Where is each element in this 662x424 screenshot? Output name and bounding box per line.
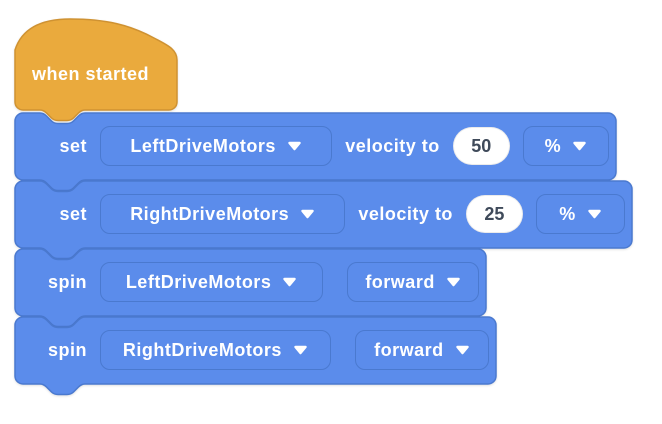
dropdown-arrow-icon (455, 345, 469, 355)
unit-dropdown-label: % (544, 135, 562, 156)
velocity-value-input[interactable]: 25 (465, 195, 523, 233)
unit-dropdown[interactable]: % (522, 126, 609, 166)
dropdown-arrow-icon (288, 141, 301, 151)
velocity-value-input[interactable]: 50 (452, 127, 510, 165)
velocity-value: 25 (484, 203, 505, 224)
block-set-left-velocity[interactable]: set LeftDriveMotors velocity to 50 % (14, 112, 617, 192)
motor-dropdown[interactable]: RightDriveMotors (100, 194, 346, 234)
direction-dropdown[interactable]: forward (354, 330, 489, 370)
motor-dropdown[interactable]: LeftDriveMotors (100, 126, 333, 166)
set-keyword: set (59, 203, 87, 224)
stack-block-shape (14, 316, 497, 396)
motor-dropdown-label: RightDriveMotors (122, 339, 282, 360)
direction-dropdown[interactable]: forward (347, 262, 479, 302)
stack-block-shape (14, 248, 487, 328)
motor-dropdown[interactable]: RightDriveMotors (100, 330, 331, 370)
velocity-phrase: velocity to (345, 135, 440, 156)
spin-keyword: spin (47, 339, 87, 360)
dropdown-arrow-icon (283, 277, 297, 287)
velocity-phrase: velocity to (358, 203, 453, 224)
dropdown-arrow-icon (573, 141, 586, 151)
block-when-started[interactable]: when started (14, 18, 178, 122)
motor-dropdown[interactable]: LeftDriveMotors (100, 262, 324, 302)
spin-keyword: spin (47, 271, 87, 292)
direction-dropdown-label: forward (374, 339, 444, 360)
block-spin-left[interactable]: spin LeftDriveMotors forward (14, 248, 487, 328)
hat-label: when started (32, 63, 150, 84)
motor-dropdown-label: LeftDriveMotors (125, 271, 272, 292)
hat-block-shape (14, 18, 178, 122)
block-spin-right[interactable]: spin RightDriveMotors forward (14, 316, 497, 396)
dropdown-arrow-icon (587, 209, 601, 219)
block-set-right-velocity[interactable]: set RightDriveMotors velocity to 25 % (14, 180, 633, 260)
unit-dropdown-label: % (559, 203, 576, 224)
set-keyword: set (59, 135, 87, 156)
dropdown-arrow-icon (301, 209, 314, 219)
dropdown-arrow-icon (447, 277, 460, 287)
velocity-value: 50 (471, 135, 492, 156)
motor-dropdown-label: RightDriveMotors (130, 203, 290, 224)
dropdown-arrow-icon (294, 345, 307, 355)
unit-dropdown[interactable]: % (535, 194, 625, 234)
direction-dropdown-label: forward (365, 271, 435, 292)
motor-dropdown-label: LeftDriveMotors (130, 135, 276, 156)
